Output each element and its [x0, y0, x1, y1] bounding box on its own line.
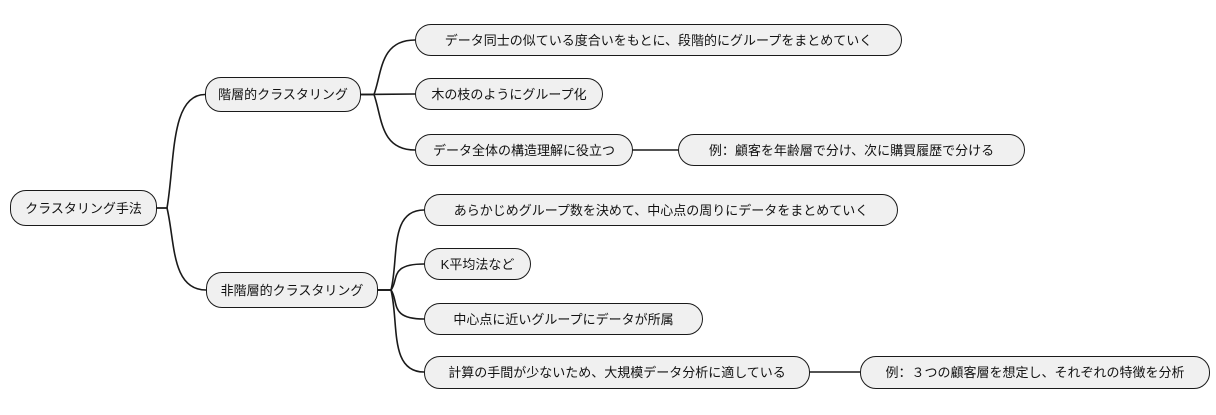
- node-nonhierarchical-clustering: 非階層的クラスタリング: [206, 272, 378, 308]
- connector-nonhier-to-leaf1: [377, 209, 425, 291]
- node-hier-leaf-tree-branches: 木の枝のようにグループ化: [415, 78, 603, 110]
- connector-nonhier-to-leaf4: [377, 289, 425, 373]
- connector-root-to-nonhierarchical: [156, 207, 207, 291]
- connector-hier-to-leaf3: [360, 93, 416, 151]
- node-hier-leaf-structure-understanding: データ全体の構造理解に役立つ: [415, 134, 633, 166]
- node-nonhier-leaf-predetermined-groups: あらかじめグループ数を決めて、中心点の周りにデータをまとめていく: [424, 194, 898, 226]
- connector-nonhier-to-leaf3: [377, 289, 425, 320]
- connector-nonhier-to-leaf2: [377, 263, 425, 291]
- node-hier-example-customer-age-purchase: 例：顧客を年齢層で分け、次に購買履歴で分ける: [678, 134, 1025, 166]
- node-nonhier-leaf-kmeans: K平均法など: [424, 248, 531, 280]
- node-hierarchical-clustering: 階層的クラスタリング: [205, 77, 361, 112]
- connector-root-to-hierarchical: [156, 93, 206, 209]
- node-nonhier-leaf-nearest-center: 中心点に近いグループにデータが所属: [424, 303, 703, 335]
- node-root: クラスタリング手法: [10, 190, 157, 226]
- node-nonhier-leaf-low-computation: 計算の手間が少ないため、大規模データ分析に適している: [424, 356, 810, 389]
- connector-hier-to-leaf1: [360, 39, 416, 96]
- node-nonhier-example-three-segments: 例：３つの顧客層を想定し、それぞれの特徴を分析: [860, 356, 1210, 389]
- node-hier-leaf-similarity-stepwise: データ同士の似ている度合いをもとに、段階的にグループをまとめていく: [415, 24, 902, 56]
